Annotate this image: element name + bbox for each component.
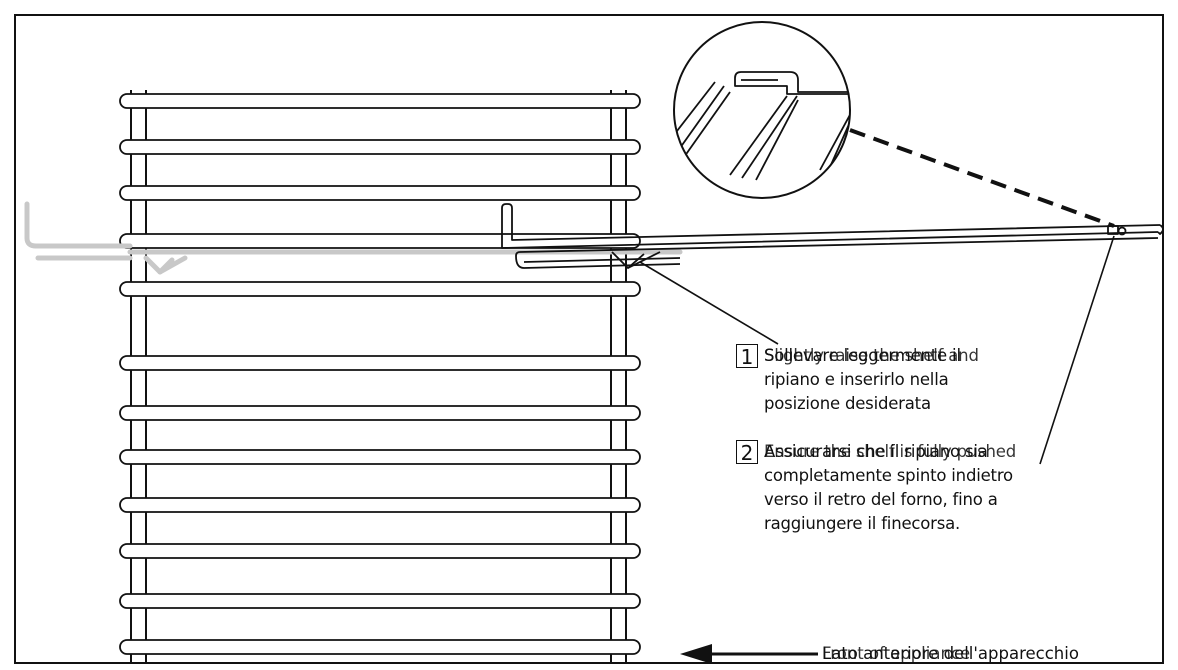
ghost-shelf xyxy=(24,201,683,275)
step-2-callout: 2 Assicurarsi che il ripiano sia complet… xyxy=(736,440,1017,536)
detail-leader xyxy=(849,128,1115,228)
rack-runner-10 xyxy=(119,543,641,559)
step-1-overlap-text: Slightly raise the shelf and xyxy=(764,346,979,365)
front-label-text: Lato anteriore dell'apparecchio xyxy=(822,644,1079,663)
rack-runner-1 xyxy=(119,93,641,109)
leader-step-2 xyxy=(1039,235,1115,465)
rack-runner-11 xyxy=(119,593,641,609)
diagram-frame xyxy=(14,14,1164,664)
step-1-text: Sollevare leggermente il ripiano e inser… xyxy=(764,346,961,413)
rack-runner-6 xyxy=(119,355,641,371)
rack-runner-7 xyxy=(119,405,641,421)
step-1-number: 1 xyxy=(736,344,758,369)
rack-runner-3 xyxy=(119,185,641,201)
rack-runner-12 xyxy=(119,639,641,655)
step-2-text: Assicurarsi che il ripiano sia completam… xyxy=(764,442,1013,533)
rack-runner-2 xyxy=(119,139,641,155)
rack-runner-8 xyxy=(119,449,641,465)
magnifier-circle xyxy=(673,21,851,199)
leader-step-1 xyxy=(639,261,779,345)
rack-runner-5 xyxy=(119,281,641,297)
rack-runners xyxy=(119,93,641,655)
step-1-callout: 1 Sollevare leggermente il ripiano e ins… xyxy=(736,344,979,416)
step-2-number: 2 xyxy=(736,440,758,465)
rack-runner-9 xyxy=(119,497,641,513)
shelf xyxy=(501,203,1164,269)
rack-runner-4 xyxy=(119,233,641,249)
step-2-overlap-text: Ensure the shelf is fully pushed xyxy=(764,442,1017,461)
front-of-appliance-label: Lato anteriore dell'apparecchio Front of… xyxy=(822,644,1079,664)
side-rack xyxy=(130,90,627,662)
left-arrow-icon xyxy=(680,644,818,664)
front-label-overlap-text: Front of appliance xyxy=(822,644,971,663)
